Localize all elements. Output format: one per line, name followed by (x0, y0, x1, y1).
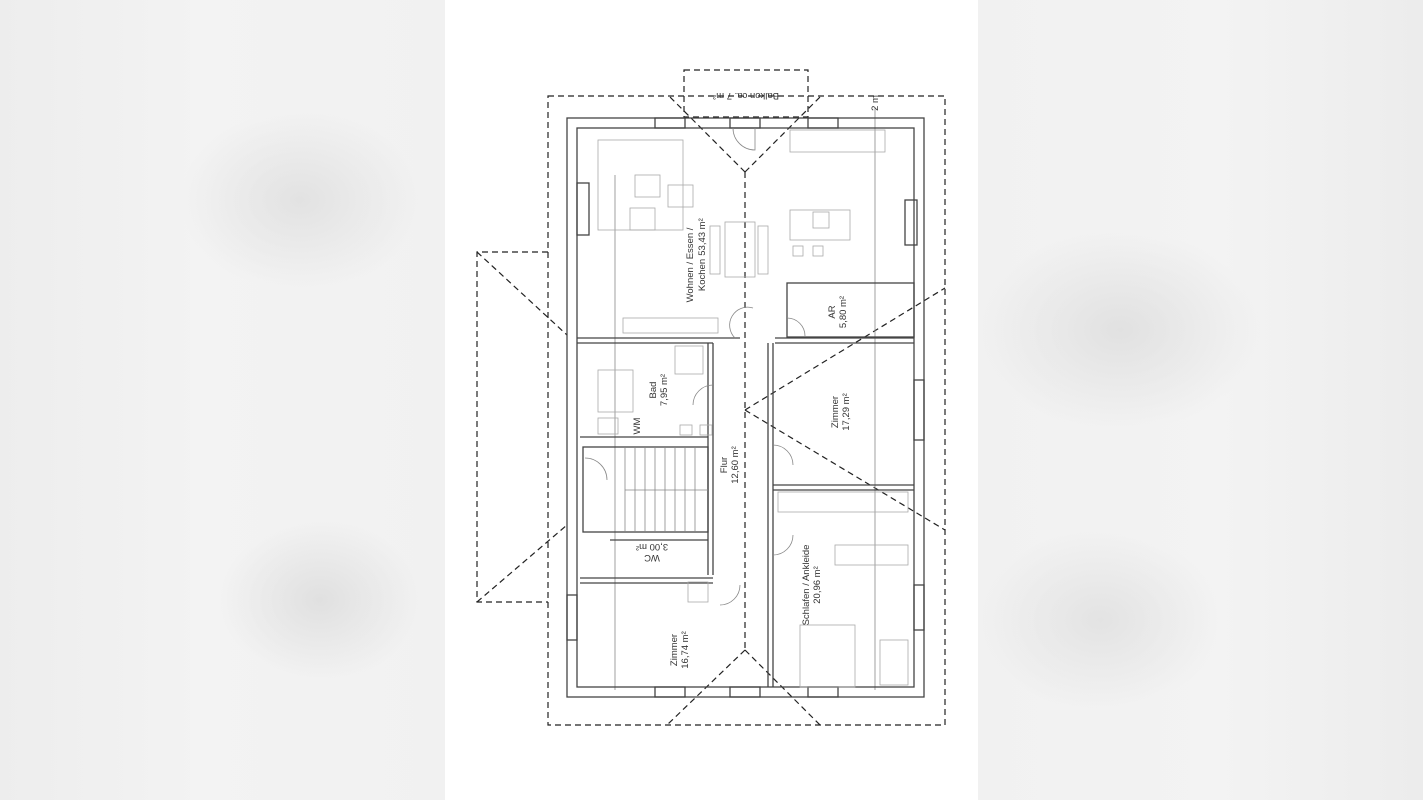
washing-machine-label: WM (632, 417, 643, 434)
balcony-label: Balkon ca. 7 m² (713, 90, 779, 101)
room-name: Wohnen / Essen / (685, 227, 696, 302)
room-area: 53,43 m² (697, 218, 708, 256)
room-wohnen-essen-kochen: Wohnen / Essen / Kochen 53,43 m² (685, 218, 708, 302)
room-ar: AR 5,80 m² (827, 296, 849, 328)
room-name: Zimmer (669, 634, 680, 666)
floor-plan-sheet (445, 0, 978, 800)
furniture (584, 127, 909, 688)
room-name: Bad (648, 382, 659, 399)
room-area: 5,80 m² (838, 296, 849, 328)
dimension-marker: 2 m (870, 95, 881, 111)
room-bad: Bad 7,95 m² (648, 374, 670, 406)
room-name: Schlafen / Ankleide (801, 545, 812, 626)
room-zimmer-2: Zimmer 16,74 m² (669, 631, 691, 669)
walls (566, 117, 925, 698)
roof-outline (476, 69, 946, 726)
room-name: WC (644, 552, 660, 563)
room-zimmer-1: Zimmer 17,29 m² (830, 393, 852, 431)
room-name: Zimmer (830, 396, 841, 428)
room-name: AR (827, 305, 838, 318)
room-area: 17,29 m² (841, 393, 852, 431)
room-schlafen-ankleide: Schlafen / Ankleide 20,96 m² (801, 545, 823, 626)
room-area: 7,95 m² (659, 374, 670, 406)
room-name: Flur (719, 457, 730, 473)
room-area: 20,96 m² (812, 566, 823, 604)
room-wc: WC 3,00 m² (636, 541, 668, 563)
room-name-line2: Kochen (697, 259, 708, 291)
room-flur: Flur 12,60 m² (719, 446, 741, 484)
room-area: 12,60 m² (730, 446, 741, 484)
room-area: 3,00 m² (636, 541, 668, 552)
room-area: 16,74 m² (680, 631, 691, 669)
staircase (624, 447, 708, 532)
